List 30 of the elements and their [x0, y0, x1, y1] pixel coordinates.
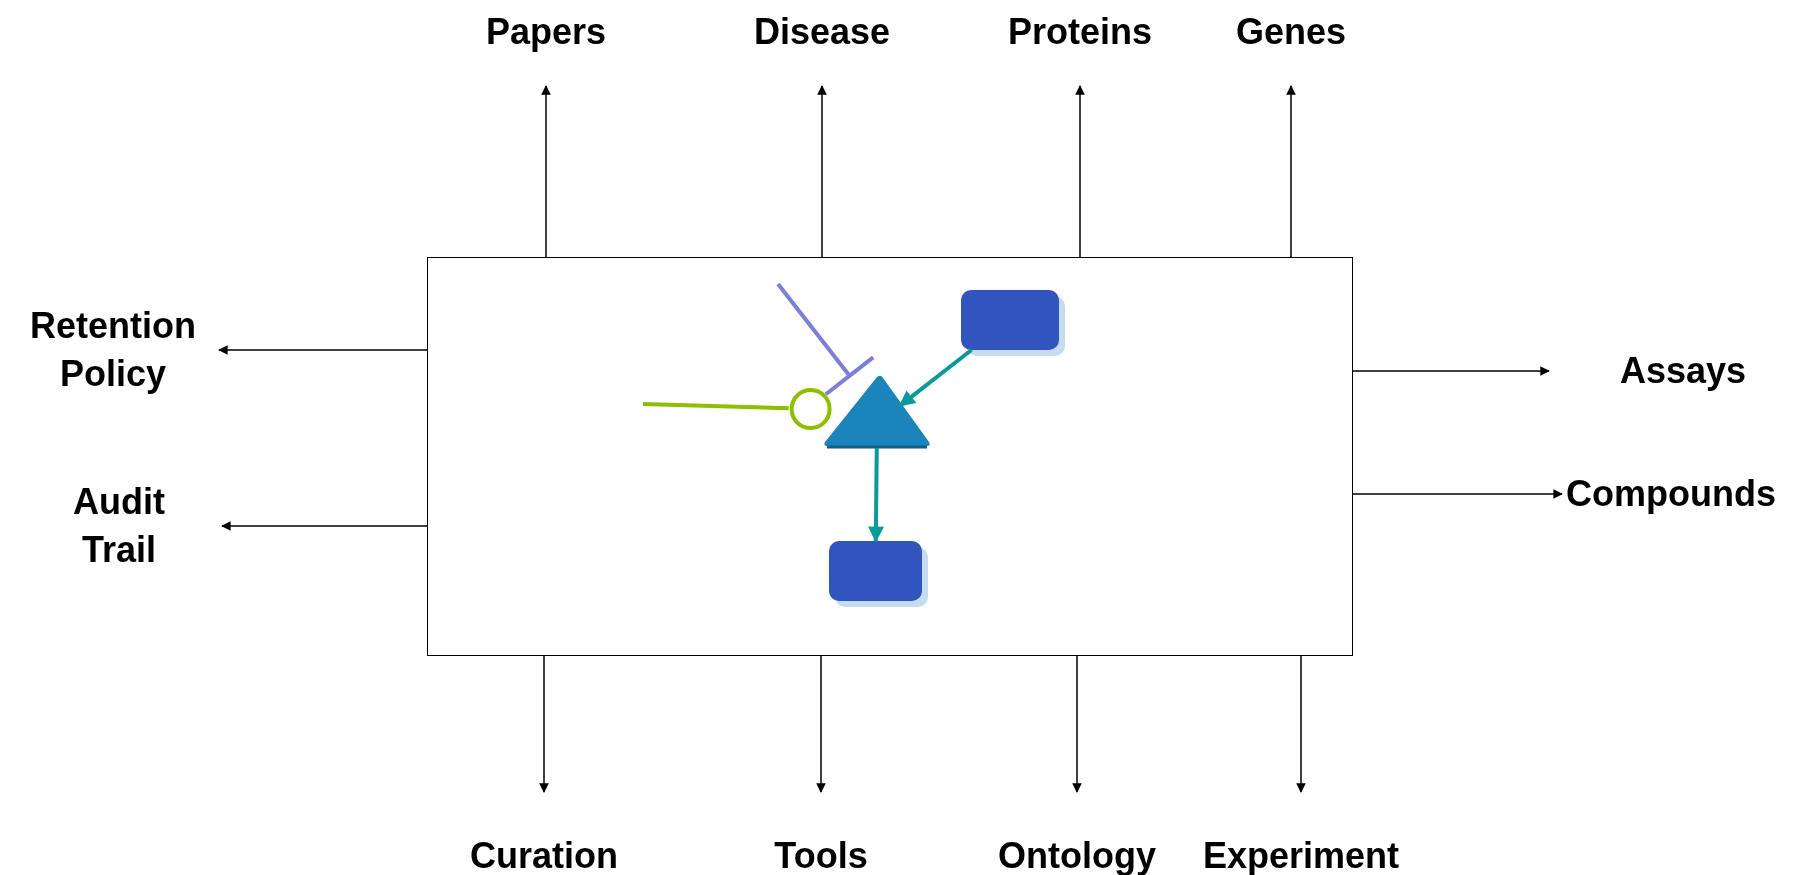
category-label: Ontology	[998, 832, 1156, 875]
arrow	[1286, 85, 1296, 258]
category-label: Retention Policy	[13, 302, 213, 398]
triangle-shape	[823, 374, 931, 448]
arrow	[1075, 85, 1085, 258]
arrow	[867, 447, 884, 543]
category-label: Papers	[485, 8, 607, 56]
category-label: Experiment	[1202, 832, 1400, 875]
arrow	[1352, 489, 1563, 499]
circle-ended-line	[642, 388, 832, 430]
arrow	[1352, 366, 1550, 376]
arrow	[539, 655, 549, 793]
arrow	[1296, 655, 1306, 793]
category-label: Genes	[1235, 8, 1347, 56]
bar-ended-line	[776, 282, 876, 397]
arrow	[218, 345, 428, 355]
category-label: Proteins	[1008, 8, 1152, 56]
arrow	[221, 521, 428, 531]
category-label: Curation	[470, 832, 618, 875]
arrow	[817, 85, 827, 258]
category-label: Assays	[1619, 347, 1747, 395]
category-label: Audit Trail	[59, 478, 179, 574]
category-label: Disease	[753, 8, 891, 56]
arrow	[898, 348, 973, 408]
frame-box	[427, 257, 1353, 656]
category-label: Tools	[774, 832, 868, 875]
category-label: Compounds	[1566, 470, 1776, 518]
arrow	[816, 655, 826, 793]
arrow	[1072, 655, 1082, 793]
arrow	[541, 85, 551, 258]
